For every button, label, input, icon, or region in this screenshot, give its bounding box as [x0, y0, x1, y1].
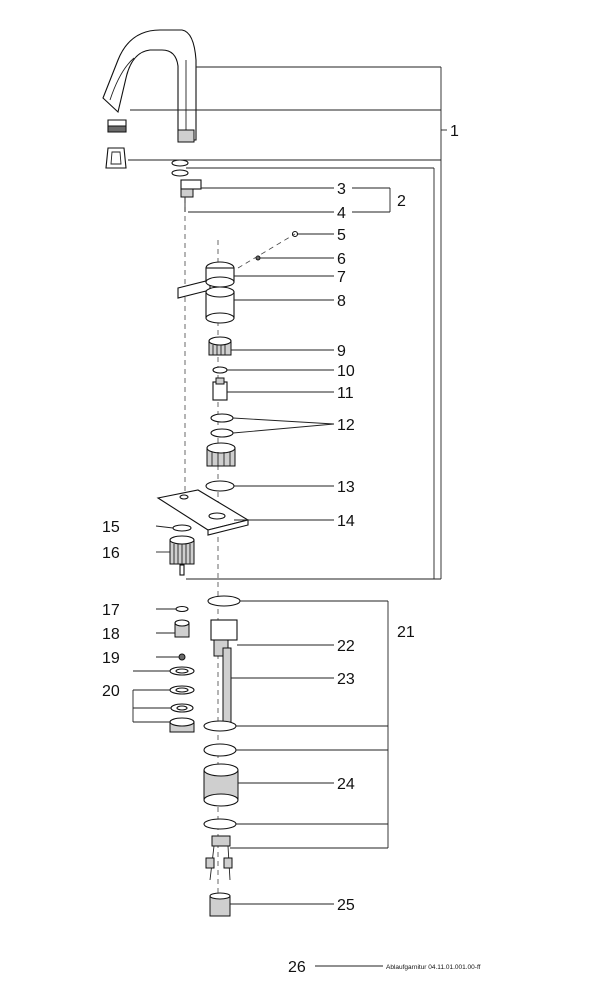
footnote-text: Ablaufgarnitur 04.11.01.001.00-ff: [386, 964, 481, 971]
cover-sleeve: [205, 286, 235, 324]
callout-11: 11: [337, 385, 354, 402]
nut-19: [178, 653, 186, 661]
o-ring-10: [212, 366, 228, 374]
washers-20: [169, 666, 195, 733]
callout-23: 23: [337, 671, 355, 688]
callout-24: 24: [337, 776, 355, 793]
callout-5: 5: [337, 227, 346, 244]
callout-1: 1: [450, 123, 459, 140]
drain-plug: [169, 535, 195, 576]
callout-10: 10: [337, 363, 355, 380]
cartridge-stem: [212, 377, 228, 401]
callout-8: 8: [337, 293, 346, 310]
callout-21: 21: [397, 624, 415, 641]
callout-3: 3: [337, 181, 346, 198]
handle-lever: [177, 261, 235, 299]
callout-18: 18: [102, 626, 120, 643]
o-rings-top: [171, 159, 189, 177]
callout-20: 20: [102, 683, 120, 700]
bracket-21c: [203, 818, 237, 847]
fitting-25: [209, 892, 231, 917]
callout-26: 26: [288, 959, 306, 976]
callout-9: 9: [337, 343, 346, 360]
callout-19: 19: [102, 650, 120, 667]
nut-sleeve-24: [203, 763, 239, 807]
connector-18: [174, 619, 190, 638]
callout-4: 4: [337, 205, 346, 222]
callout-16: 16: [102, 545, 120, 562]
ring-nut: [208, 336, 232, 356]
callout-13: 13: [337, 479, 355, 496]
washer-15: [172, 524, 192, 532]
callout-12: 12: [337, 417, 355, 434]
gasket-13: [205, 480, 235, 492]
leader-lines: [128, 66, 447, 967]
base-plate: [156, 489, 250, 536]
callout-25: 25: [337, 897, 355, 914]
callout-14: 14: [337, 513, 355, 530]
callout-2: 2: [397, 193, 406, 210]
spout-part: [102, 29, 197, 143]
callout-15: 15: [102, 519, 120, 536]
gasket-21: [207, 595, 241, 607]
lever-pin: [180, 179, 202, 212]
callout-22: 22: [337, 638, 355, 655]
callout-17: 17: [102, 602, 120, 619]
hoses: [205, 845, 233, 881]
ring-21a: [203, 720, 237, 732]
o-ring-12a: [210, 413, 234, 423]
callout-6: 6: [337, 251, 346, 268]
aerator-insert: [107, 119, 127, 133]
threaded-rod-23: [222, 647, 232, 723]
o-ring-12b: [210, 428, 234, 438]
seal-clip: [105, 147, 127, 169]
cartridge-body: [206, 442, 236, 467]
washer-17: [175, 605, 189, 613]
ring-21b: [203, 743, 237, 757]
callout-7: 7: [337, 269, 346, 286]
